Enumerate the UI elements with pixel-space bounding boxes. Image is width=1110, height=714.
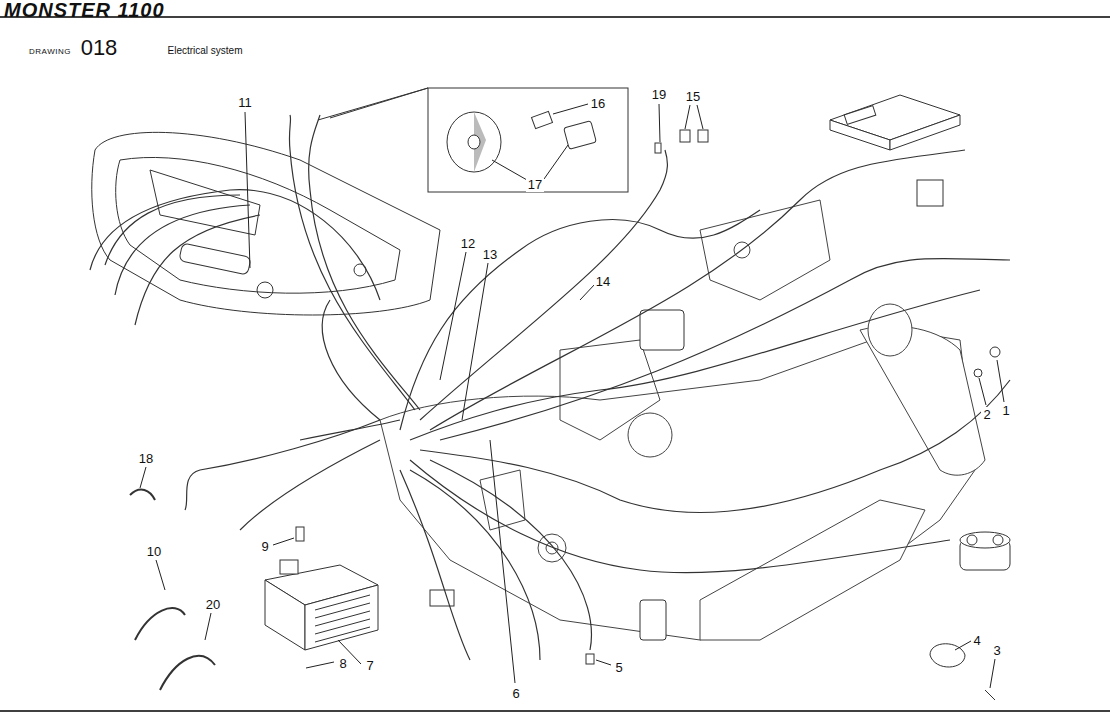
- drawing-name: Electrical system: [165, 45, 244, 57]
- callout-number: 15: [684, 89, 702, 104]
- callout-number: 10: [145, 544, 163, 559]
- callout-number: 7: [364, 658, 375, 673]
- drawing-number: 018: [79, 36, 120, 60]
- callout-number: 17: [526, 177, 544, 192]
- callout-number: 5: [613, 660, 624, 675]
- callout-number: 14: [594, 274, 612, 289]
- callout-number: 11: [236, 95, 254, 110]
- callout-number: 20: [204, 597, 222, 612]
- callout-number: 9: [259, 539, 270, 554]
- callout-number: 12: [459, 236, 477, 251]
- drawing-caption: DRAWING: [27, 47, 73, 57]
- callout-number: 16: [589, 96, 607, 111]
- callout-number: 19: [650, 87, 668, 102]
- callout-number: 18: [137, 451, 155, 466]
- callout-number: 3: [991, 643, 1002, 658]
- callout-number: 8: [337, 656, 348, 671]
- callout-number: 4: [971, 633, 982, 648]
- model-title: MONSTER 1100: [4, 0, 165, 20]
- callout-number: 2: [981, 407, 992, 422]
- callout-number: 6: [510, 686, 521, 701]
- callout-number: 1: [1000, 403, 1011, 418]
- callout-number: 13: [481, 247, 499, 262]
